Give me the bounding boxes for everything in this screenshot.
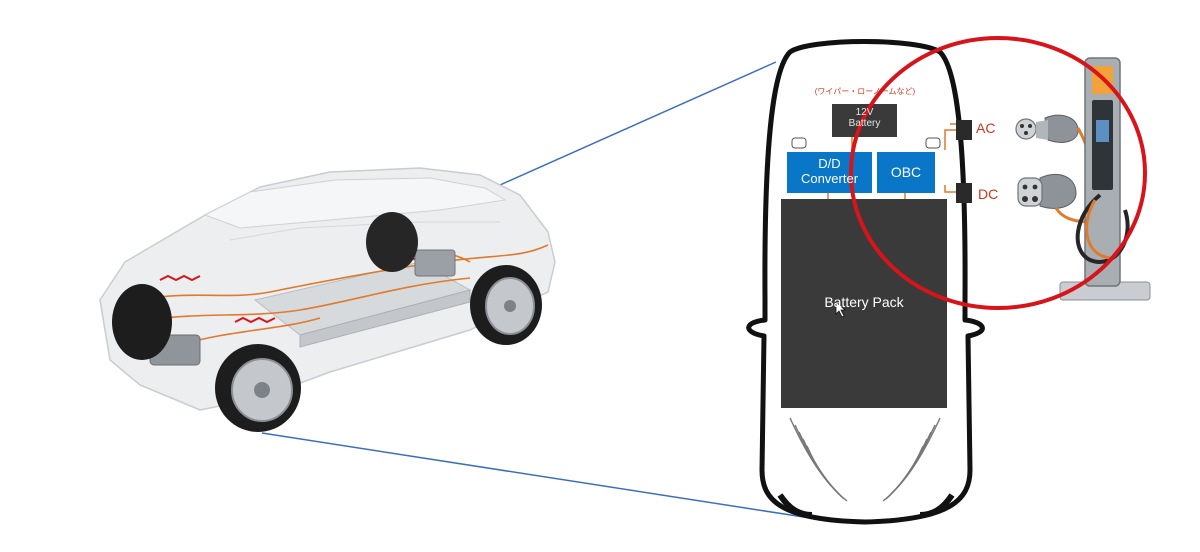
dc-plug-icon [1017,174,1091,224]
battery-12v-label: 12V Battery [832,107,897,129]
wheel-rear-right [470,265,542,345]
ac-port-label: AC [976,120,996,136]
battery-12v-label-line1: 12V [855,107,874,118]
callout-lines [261,61,811,519]
dd-converter-block [787,152,872,193]
dc-port-label: DC [978,186,999,202]
wheel-rear-left [366,212,418,272]
battery-pack-block [781,199,947,408]
dd-converter-label: D/D Converter [787,156,872,186]
dd-converter-label-line1: D/D [818,156,841,171]
battery-12v-label-line2: Battery [848,118,881,130]
dc-port [956,183,972,203]
battery-pack-label: Battery Pack [824,294,904,310]
top-note: (ワイパー・ローノームなど) [814,87,916,96]
highlight-circle [849,36,1147,310]
ev-car-chassis-icon [99,167,556,432]
dd-converter-label-line2: Converter [800,170,859,186]
obc-block [877,152,935,193]
wheel-front-right [112,284,172,360]
obc-label: OBC [890,164,922,180]
wheel-front-left [215,344,301,432]
ac-plug-icon [1015,114,1100,179]
mouse-cursor-icon [835,301,847,318]
headlight-left [789,417,848,502]
headlight-right [882,417,941,502]
ac-port [956,120,972,140]
